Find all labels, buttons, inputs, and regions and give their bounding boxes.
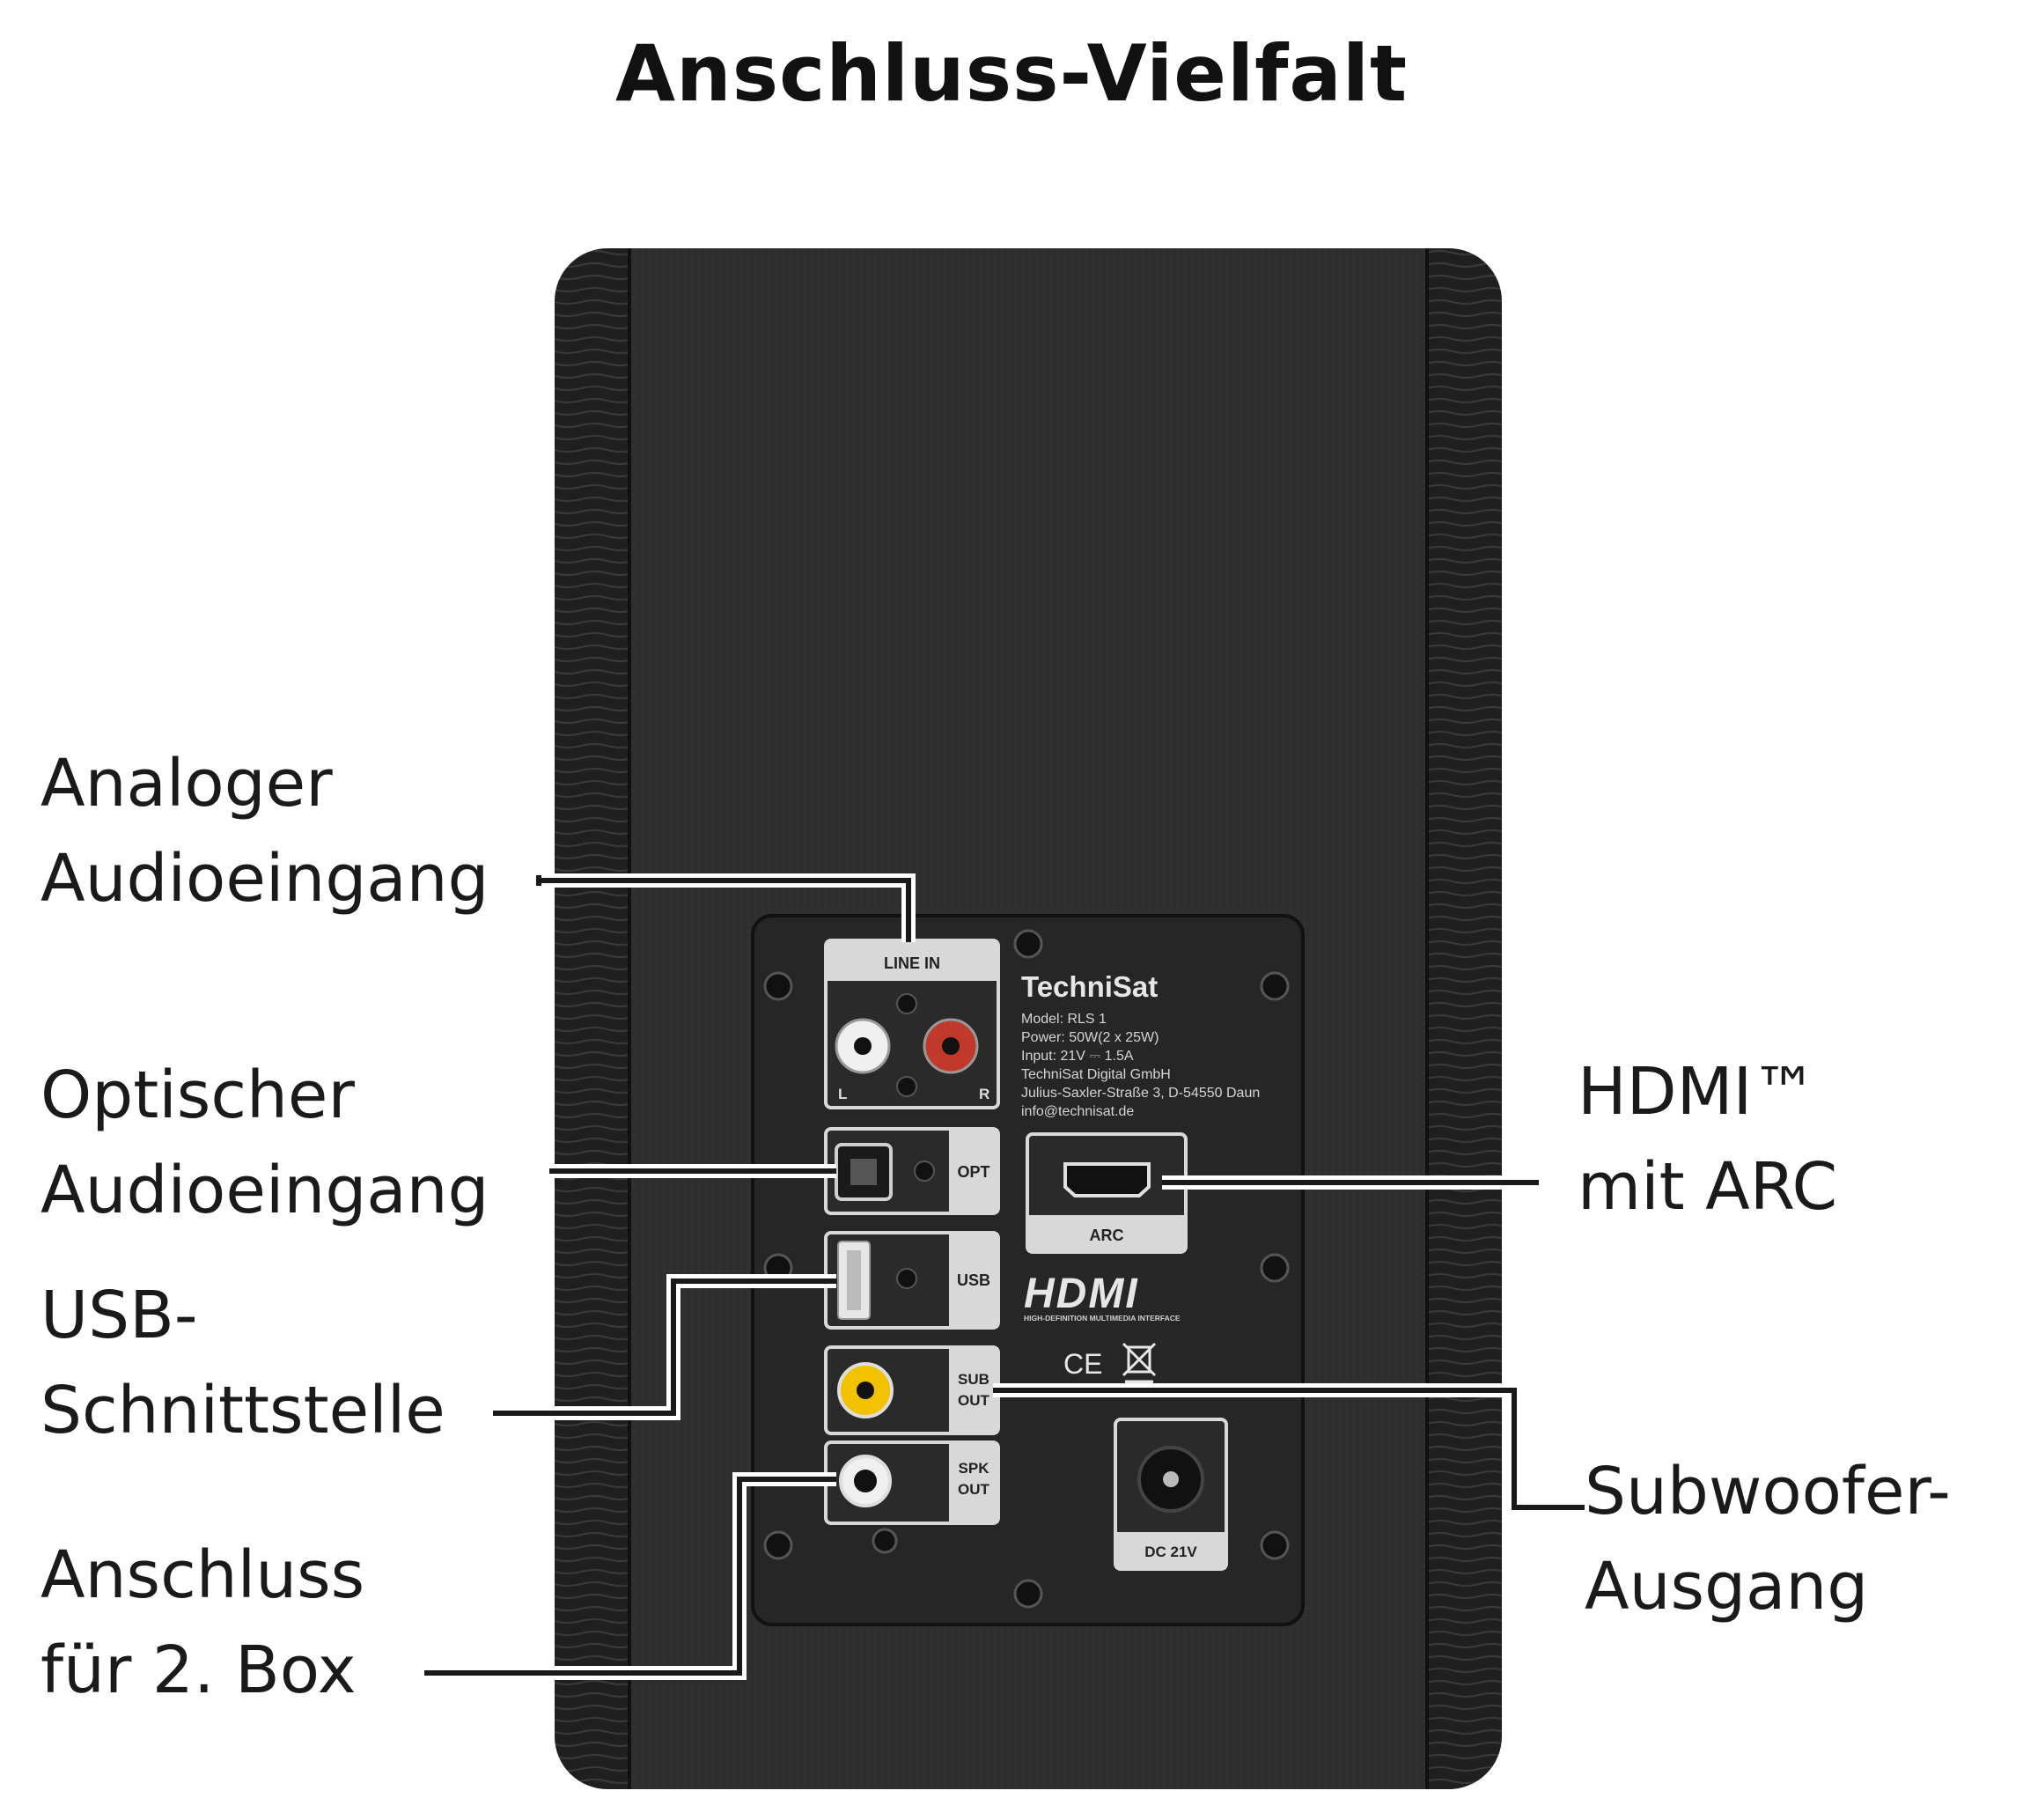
opt-label: OPT [957,1163,989,1181]
callout-analog-input: Analoger Audioeingang [40,736,489,926]
line-in-port-block[interactable]: LINE IN L R [824,939,1000,1109]
optical-port-block[interactable]: OPT [824,1127,1000,1215]
hdmi-logo-subtitle: HIGH-DEFINITION MULTIMEDIA INTERFACE [1024,1314,1181,1323]
spk-label: SPK [959,1460,990,1477]
callout-line: Ausgang [1585,1549,1869,1625]
brand-logo: TechniSat [1021,970,1158,1003]
weee-bin-icon [1122,1342,1157,1385]
page-title: Anschluss-Vielfalt [614,28,1409,119]
callout-speaker2: Anschluss für 2. Box [40,1528,364,1718]
product-label-line: info@technisat.de [1021,1104,1134,1119]
product-label: TechniSat Model: RLS 1 Power: 50W(2 x 25W… [1021,970,1260,1119]
leader-line-subwoofer [993,1388,1585,1510]
callout-line: HDMI™ [1578,1054,1818,1130]
sub-out-port-block[interactable]: SUB OUT [824,1345,1000,1435]
leader-line-usb [493,1278,836,1416]
callout-line: USB- [40,1278,198,1353]
callout-hdmi-arc: HDMI™ mit ARC [1578,1044,1837,1234]
line-in-label: LINE IN [884,954,940,972]
connection-panel: LINE IN L R OPT USB [751,914,1305,1626]
callout-line: Optischer [40,1057,355,1133]
callout-line: Anschluss [40,1537,365,1613]
product-label-line: Input: 21V ⎓ 1.5A [1021,1049,1134,1064]
product-label-line: TechniSat Digital GmbH [1021,1067,1171,1082]
callout-line: Schnittstelle [40,1373,445,1448]
callout-line: Subwoofer- [1585,1454,1951,1529]
hdmi-logo: HDMI [1024,1271,1139,1317]
sub-out-label: OUT [958,1392,990,1409]
usb-label: USB [957,1271,990,1289]
spk-out-label: OUT [958,1481,990,1498]
sub-label: SUB [958,1371,989,1388]
hdmi-arc-port-block[interactable]: ARC [1026,1132,1188,1254]
usb-port-block[interactable]: USB [824,1231,1000,1330]
arc-label: ARC [1090,1227,1124,1244]
callout-line: Audioeingang [40,1153,489,1228]
callout-subwoofer-output: Subwoofer- Ausgang [1585,1444,1951,1634]
callout-line: mit ARC [1578,1149,1838,1225]
callout-line: Audioeingang [40,841,489,917]
ce-mark: CE [1063,1348,1102,1380]
leader-line-analog [539,878,911,942]
left-channel-label: L [838,1086,847,1102]
callout-line: für 2. Box [40,1632,357,1708]
dc-label: DC 21V [1144,1544,1197,1560]
right-channel-label: R [979,1086,989,1102]
callout-optical-input: Optischer Audioeingang [40,1048,489,1238]
product-label-line: Power: 50W(2 x 25W) [1021,1030,1159,1045]
product-label-line: Julius-Saxler-Straße 3, D-54550 Daun [1021,1086,1260,1101]
dc-power-port-block[interactable]: DC 21V [1114,1418,1228,1571]
leader-line-speaker2 [424,1477,836,1676]
callout-line: Analoger [40,746,333,822]
spk-out-port-block[interactable]: SPK OUT [824,1441,1000,1525]
product-label-line: Model: RLS 1 [1021,1012,1107,1027]
callout-usb: USB- Schnittstelle [40,1268,445,1458]
